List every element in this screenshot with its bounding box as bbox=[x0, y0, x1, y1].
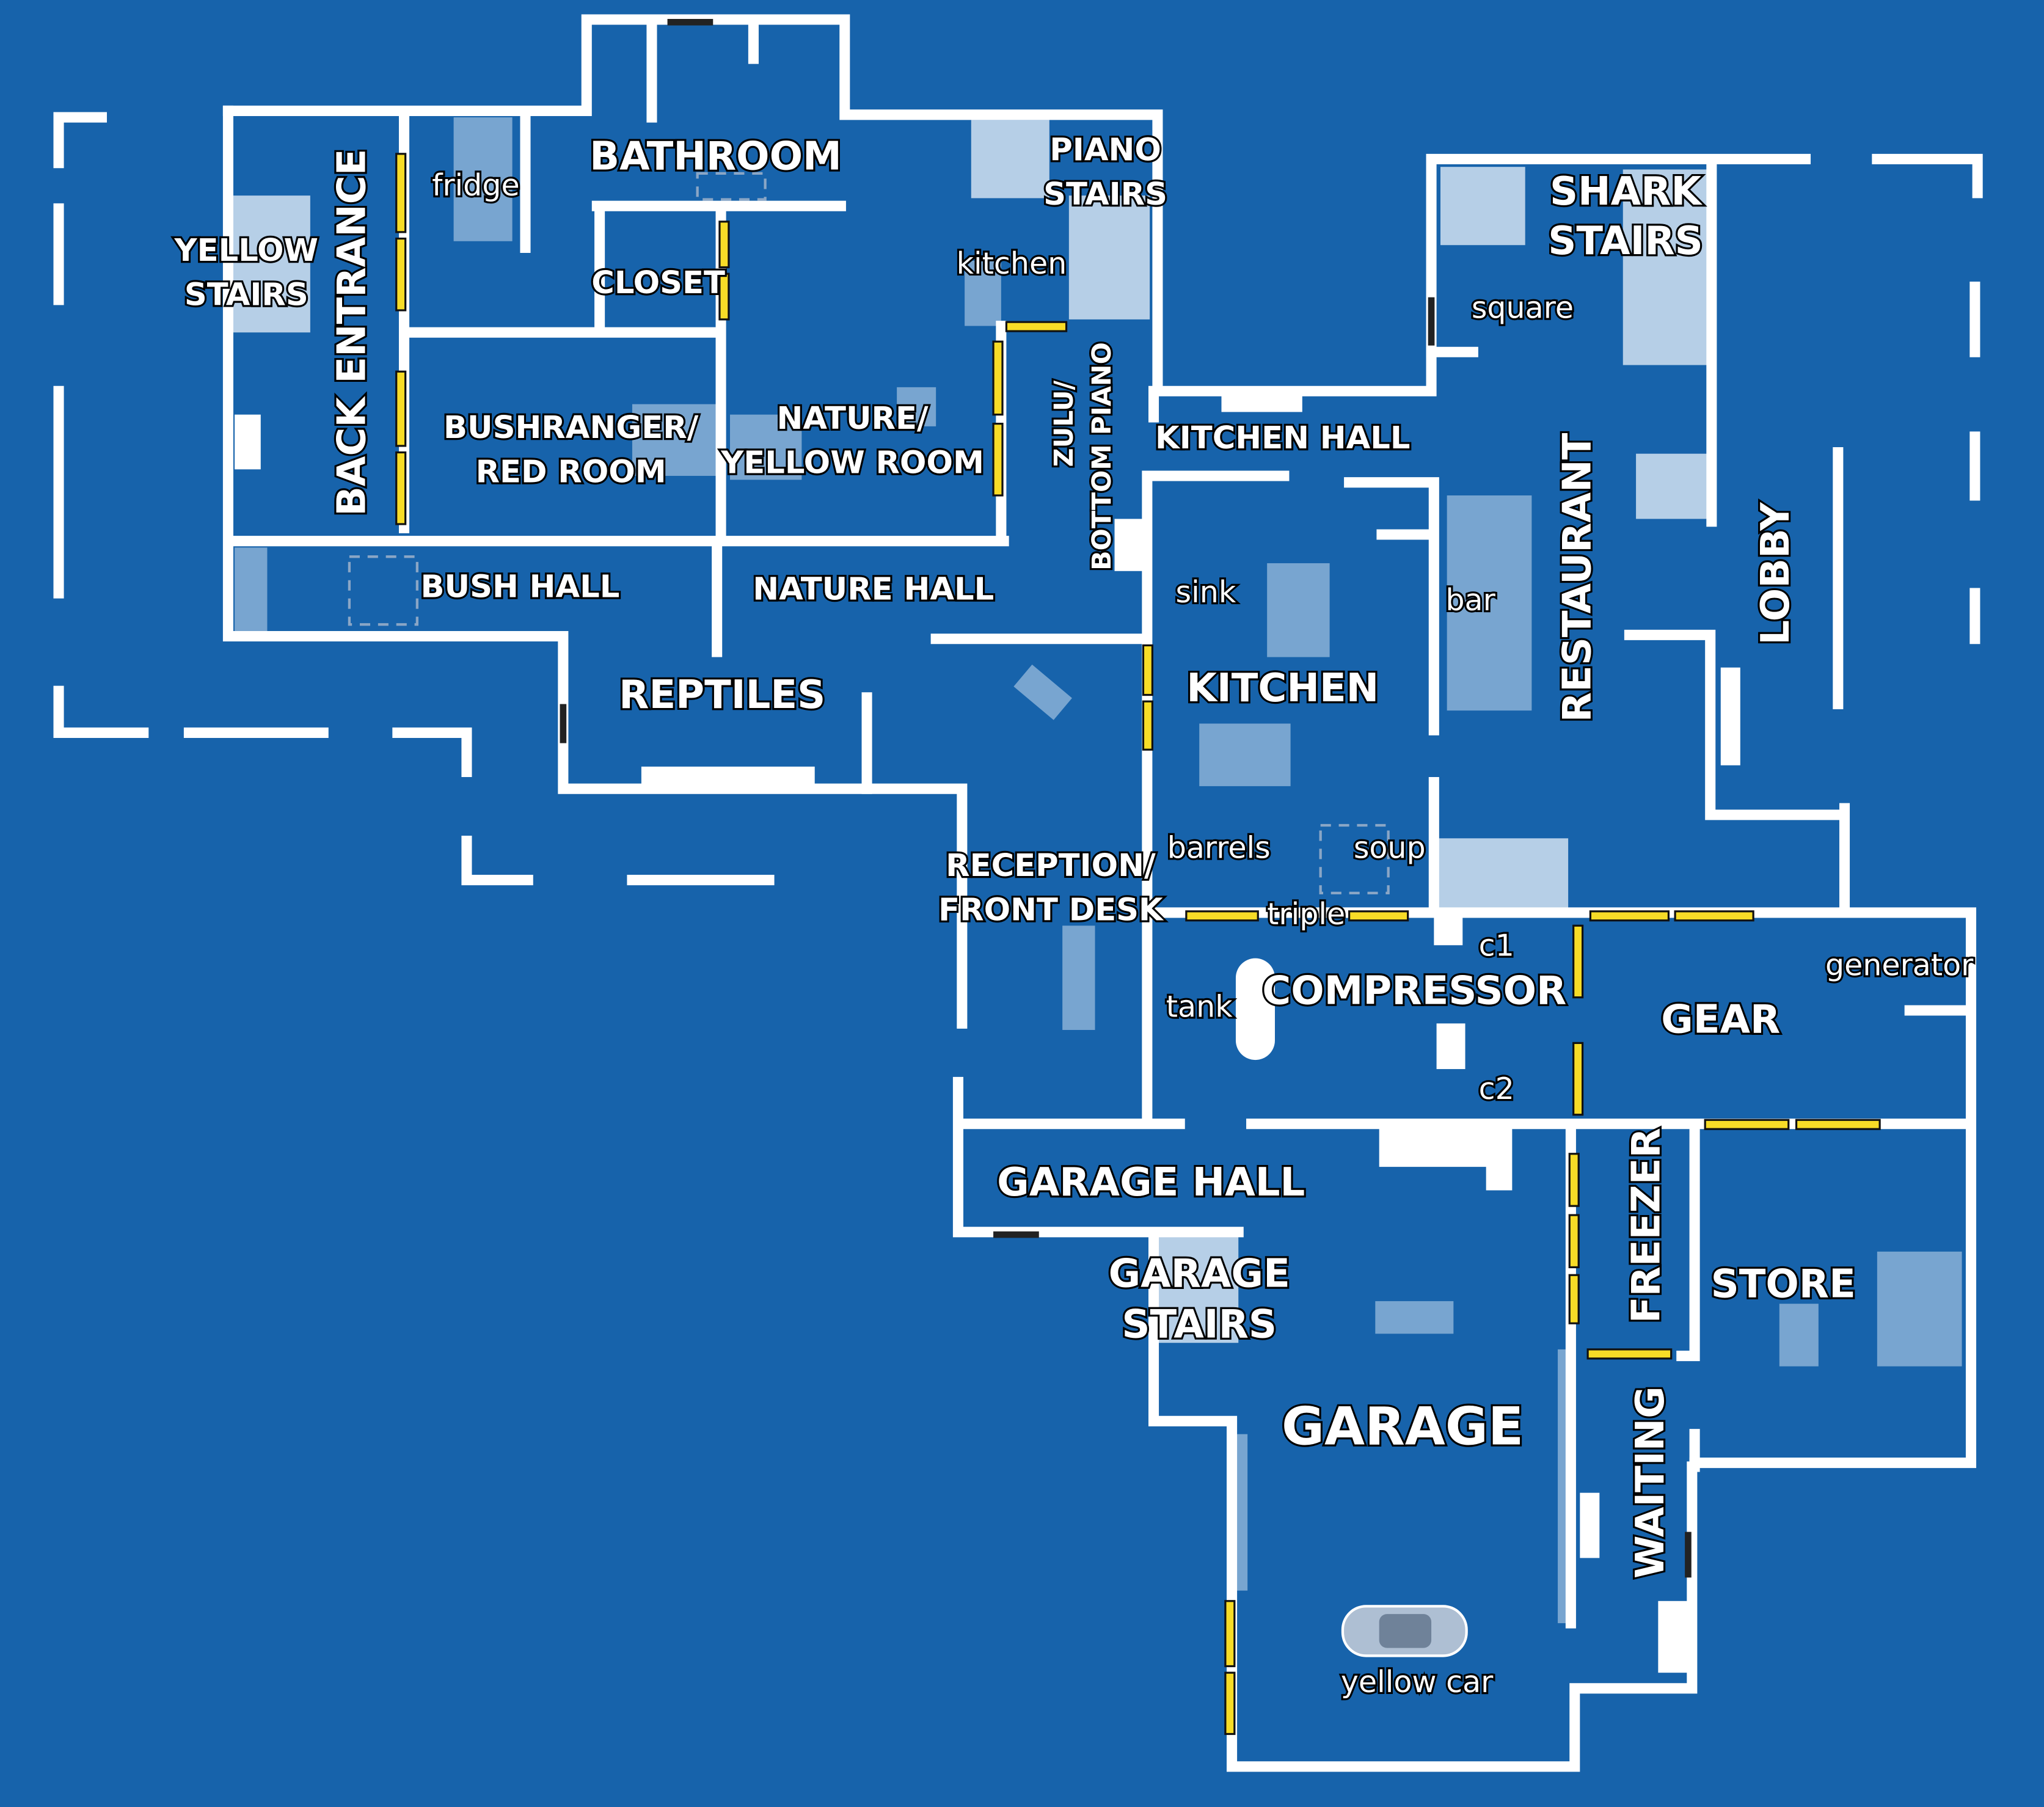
label-shark-stairs: SHARK bbox=[1550, 169, 1703, 214]
point-barrels: barrels bbox=[1167, 830, 1271, 865]
point-labels: fridge kitchen square sink bar barrels s… bbox=[430, 166, 1976, 1701]
label-piano-stairs-2: STAIRS bbox=[1043, 176, 1167, 213]
dashed-markers bbox=[348, 172, 1390, 895]
stairs bbox=[232, 120, 1715, 1343]
label-yellow-stairs: YELLOW bbox=[174, 232, 318, 269]
yellow-stairs bbox=[232, 195, 310, 333]
label-closet: CLOSET bbox=[591, 265, 725, 301]
tank-shape bbox=[1235, 958, 1275, 1060]
label-gear: GEAR bbox=[1661, 997, 1780, 1042]
label-reception: RECEPTION/ bbox=[946, 847, 1156, 884]
label-waiting: WAITING bbox=[1628, 1386, 1673, 1579]
label-garage: GARAGE bbox=[1282, 1397, 1524, 1458]
label-garage-hall: GARAGE HALL bbox=[997, 1160, 1305, 1205]
room-labels: BATHROOM PIANO STAIRS SHARK STAIRS YELLO… bbox=[172, 130, 1858, 1580]
label-yellow-room: YELLOW ROOM bbox=[720, 445, 984, 481]
label-nature: NATURE/ bbox=[777, 400, 929, 437]
point-tank: tank bbox=[1166, 989, 1233, 1024]
point-yellow-car: yellow car bbox=[1341, 1664, 1494, 1699]
label-yellow-stairs-2: STAIRS bbox=[184, 276, 308, 313]
shark-stairs bbox=[1622, 169, 1708, 365]
point-fridge: fridge bbox=[432, 167, 520, 203]
doors[interactable] bbox=[395, 18, 1881, 1736]
label-bathroom: BATHROOM bbox=[589, 134, 841, 179]
label-bush-hall: BUSH HALL bbox=[420, 568, 619, 605]
label-garage-stairs-2: STAIRS bbox=[1122, 1302, 1277, 1348]
label-bottom-piano: BOTTOM PIANO bbox=[1087, 342, 1117, 571]
kitchen-stairs bbox=[1437, 838, 1569, 910]
label-lobby: LOBBY bbox=[1753, 502, 1798, 645]
label-kitchen: KITCHEN bbox=[1186, 666, 1379, 711]
label-back-entrance: BACK ENTRANCE bbox=[330, 149, 375, 516]
label-garage-stairs: GARAGE bbox=[1109, 1251, 1290, 1296]
point-triple: triple bbox=[1267, 896, 1345, 932]
garage-stairs bbox=[1157, 1232, 1239, 1343]
point-kitchen: kitchen bbox=[957, 246, 1067, 281]
label-red-room: RED ROOM bbox=[476, 454, 666, 491]
label-bushranger: BUSHRANGER/ bbox=[443, 409, 699, 446]
point-soup: soup bbox=[1354, 830, 1426, 865]
point-generator: generator bbox=[1825, 947, 1974, 982]
piano-stairs bbox=[1068, 195, 1150, 319]
restaurant-stairs bbox=[1636, 453, 1715, 519]
label-restaurant: RESTAURANT bbox=[1555, 433, 1600, 722]
piano-stairs-top bbox=[971, 120, 1049, 199]
label-nature-hall: NATURE HALL bbox=[753, 571, 994, 608]
label-piano-stairs: PIANO bbox=[1049, 132, 1161, 169]
label-freezer: FREEZER bbox=[1624, 1128, 1669, 1323]
point-c1: c1 bbox=[1479, 927, 1514, 963]
car-icon bbox=[1341, 1605, 1468, 1657]
point-bar: bar bbox=[1445, 582, 1495, 618]
label-zulu: ZULU/ bbox=[1049, 380, 1079, 467]
furniture bbox=[235, 117, 1962, 1624]
label-reptiles: REPTILES bbox=[619, 673, 825, 718]
point-sink: sink bbox=[1176, 574, 1236, 610]
shark-stairs-top bbox=[1440, 167, 1525, 246]
point-c2: c2 bbox=[1479, 1071, 1514, 1106]
label-shark-stairs-2: STAIRS bbox=[1548, 219, 1703, 264]
point-square: square bbox=[1472, 290, 1574, 326]
label-store: STORE bbox=[1711, 1262, 1856, 1307]
walls bbox=[53, 14, 1983, 1772]
label-compressor: COMPRESSOR bbox=[1262, 968, 1566, 1013]
label-kitchen-hall: KITCHEN HALL bbox=[1155, 420, 1410, 456]
label-front-desk: FRONT DESK bbox=[938, 892, 1164, 929]
